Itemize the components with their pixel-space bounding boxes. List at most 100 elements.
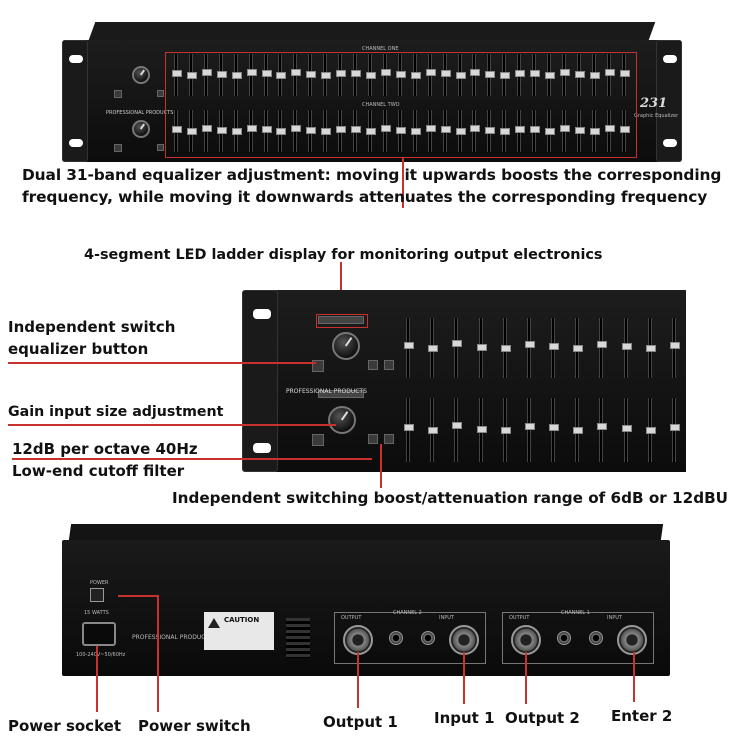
eq-slider-band[interactable]	[404, 398, 414, 462]
slider-cap[interactable]	[395, 71, 406, 79]
slider-cap[interactable]	[404, 342, 414, 349]
slider-cap[interactable]	[365, 72, 376, 79]
eq-slider-band[interactable]	[530, 54, 541, 96]
eq-slider-band[interactable]	[276, 54, 287, 96]
eq-slider-band[interactable]	[410, 110, 421, 152]
eq-slider-band[interactable]	[336, 54, 347, 96]
slider-cap[interactable]	[452, 421, 463, 429]
eq-slider-band[interactable]	[470, 54, 481, 96]
eq-slider-band[interactable]	[425, 110, 436, 152]
eq-slider-band[interactable]	[172, 110, 182, 152]
eq-slider-band[interactable]	[515, 54, 526, 96]
eq-slider-band[interactable]	[573, 398, 584, 462]
slider-cap[interactable]	[246, 69, 257, 77]
slider-cap[interactable]	[404, 423, 414, 431]
zoom-gain-knob-ch2[interactable]	[328, 406, 356, 434]
slider-cap[interactable]	[470, 125, 481, 133]
slider-cap[interactable]	[515, 69, 526, 77]
zoom-cut-button-ch2[interactable]	[368, 434, 378, 444]
slider-cap[interactable]	[276, 128, 287, 135]
slider-cap[interactable]	[500, 427, 511, 434]
eq-slider-band[interactable]	[216, 110, 227, 152]
slider-cap[interactable]	[669, 423, 680, 431]
eq-slider-band[interactable]	[604, 54, 615, 96]
slider-cap[interactable]	[559, 124, 570, 132]
ch2-input-jack[interactable]	[421, 631, 435, 645]
eq-slider-band[interactable]	[186, 54, 197, 96]
slider-cap[interactable]	[470, 69, 481, 77]
eq-slider-band[interactable]	[476, 318, 487, 378]
eq-slider-band[interactable]	[428, 318, 439, 378]
eq-slider-band[interactable]	[549, 318, 560, 378]
slider-cap[interactable]	[604, 69, 615, 77]
slider-cap[interactable]	[621, 343, 632, 351]
slider-cap[interactable]	[186, 72, 197, 79]
eq-slider-band[interactable]	[645, 318, 656, 378]
slider-cap[interactable]	[291, 69, 302, 77]
slider-cap[interactable]	[545, 72, 556, 79]
slider-cap[interactable]	[573, 345, 584, 352]
eq-slider-band[interactable]	[559, 110, 570, 152]
eq-slider-band[interactable]	[645, 398, 656, 462]
eq-slider-band[interactable]	[669, 318, 680, 378]
zoom-cut-button-ch1[interactable]	[368, 360, 378, 370]
eq-slider-band[interactable]	[597, 398, 608, 462]
eq-slider-band[interactable]	[404, 318, 414, 378]
slider-cap[interactable]	[172, 125, 182, 133]
slider-cap[interactable]	[669, 342, 680, 349]
eq-slider-band[interactable]	[500, 318, 511, 378]
slider-cap[interactable]	[440, 70, 451, 78]
slider-cap[interactable]	[201, 124, 212, 132]
slider-cap[interactable]	[231, 128, 242, 135]
eq-slider-band[interactable]	[545, 54, 556, 96]
slider-cap[interactable]	[589, 72, 600, 79]
eq-slider-band[interactable]	[201, 110, 212, 152]
eq-slider-band[interactable]	[276, 110, 287, 152]
slider-cap[interactable]	[306, 70, 317, 78]
slider-cap[interactable]	[589, 128, 600, 135]
slider-cap[interactable]	[291, 125, 302, 133]
power-switch[interactable]	[90, 588, 104, 602]
zoom-range-button-ch1[interactable]	[384, 360, 394, 370]
eq-slider-band[interactable]	[524, 318, 535, 378]
eq-slider-band[interactable]	[470, 110, 481, 152]
eq-slider-band[interactable]	[621, 398, 632, 462]
zoom-gain-knob-ch1[interactable]	[332, 332, 360, 360]
range-button-ch1[interactable]	[157, 90, 164, 97]
eq-slider-band[interactable]	[186, 110, 197, 152]
eq-slider-band[interactable]	[306, 54, 317, 96]
slider-cap[interactable]	[428, 345, 439, 352]
slider-cap[interactable]	[261, 126, 272, 134]
slider-cap[interactable]	[321, 128, 332, 135]
slider-cap[interactable]	[530, 69, 541, 77]
eq-slider-band[interactable]	[291, 110, 302, 152]
eq-slider-band[interactable]	[261, 54, 272, 96]
eq-slider-band[interactable]	[395, 54, 406, 96]
slider-cap[interactable]	[231, 72, 242, 79]
eq-slider-band[interactable]	[410, 54, 421, 96]
slider-cap[interactable]	[216, 127, 227, 135]
eq-slider-band[interactable]	[380, 54, 391, 96]
slider-cap[interactable]	[500, 72, 511, 79]
eq-slider-band[interactable]	[485, 110, 496, 152]
eq-slider-band[interactable]	[574, 110, 585, 152]
slider-cap[interactable]	[172, 69, 182, 77]
output1-xlr[interactable]	[343, 625, 373, 655]
eq-slider-band[interactable]	[395, 110, 406, 152]
slider-cap[interactable]	[574, 127, 585, 135]
slider-cap[interactable]	[246, 125, 257, 133]
slider-cap[interactable]	[428, 427, 439, 434]
eq-slider-band[interactable]	[428, 398, 439, 462]
bypass-button-ch1[interactable]	[114, 90, 122, 98]
eq-slider-band[interactable]	[452, 398, 463, 462]
slider-cap[interactable]	[365, 128, 376, 135]
slider-cap[interactable]	[380, 68, 391, 76]
slider-cap[interactable]	[410, 72, 421, 79]
eq-slider-band[interactable]	[621, 318, 632, 378]
slider-cap[interactable]	[351, 125, 362, 133]
slider-cap[interactable]	[645, 427, 656, 434]
slider-cap[interactable]	[645, 345, 656, 352]
eq-slider-band[interactable]	[500, 54, 511, 96]
slider-cap[interactable]	[440, 126, 451, 134]
slider-cap[interactable]	[573, 427, 584, 434]
